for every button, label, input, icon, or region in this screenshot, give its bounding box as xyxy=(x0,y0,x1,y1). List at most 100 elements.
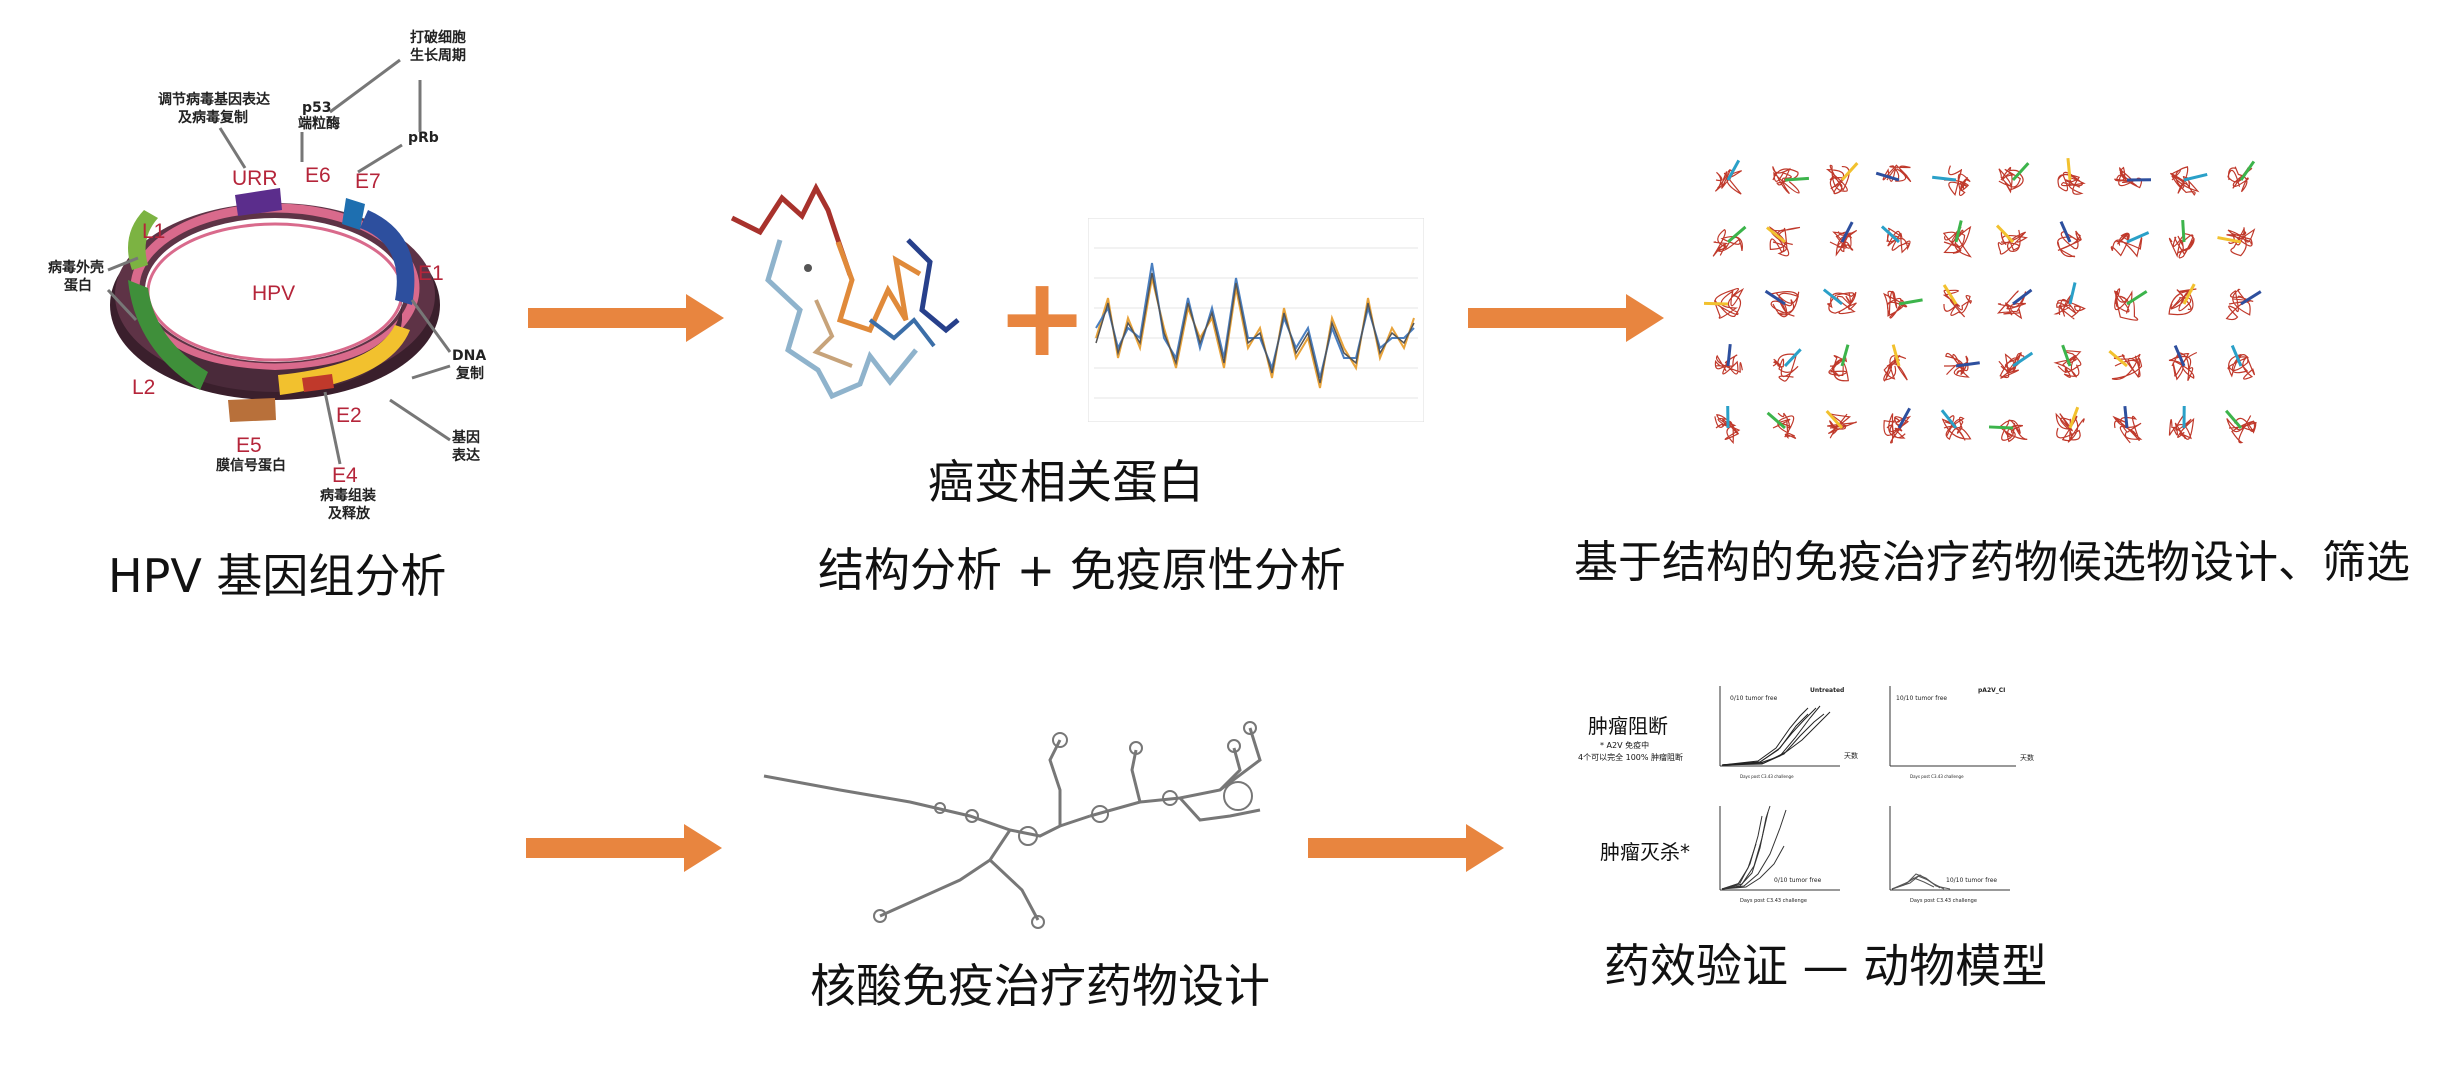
candidate-coil xyxy=(1882,164,1912,182)
flow-arrow-2 xyxy=(1468,294,1664,342)
candidate-structure xyxy=(1883,290,1923,319)
row1-label: 肿瘤阻断 xyxy=(1588,714,1668,738)
candidate-coil xyxy=(1769,291,1800,318)
flow-arrow-4 xyxy=(1308,824,1504,872)
arrow-shape xyxy=(526,824,722,872)
candidate-structure xyxy=(2057,221,2082,258)
plot1-xlabel: Days post C3.43 challenge xyxy=(1740,774,1794,779)
candidate-helix xyxy=(2066,157,2072,181)
dna-label-line2: 复制 xyxy=(455,365,484,382)
candidate-coil xyxy=(2227,353,2255,380)
candidate-helix xyxy=(1825,410,1844,430)
protein-helix-red xyxy=(730,182,853,276)
candidate-structure xyxy=(2112,405,2143,444)
candidate-helix xyxy=(2012,288,2033,306)
candidate-helix xyxy=(2108,349,2128,368)
candidate-helix xyxy=(1840,221,1854,243)
candidate-helix xyxy=(1727,225,1747,244)
plot4-xlabel: Days post C3.43 challenge xyxy=(1910,898,1977,904)
candidate-structure xyxy=(2225,288,2262,321)
gene-label-e4: E4 xyxy=(332,464,358,487)
candidate-structure xyxy=(1828,344,1850,382)
caption-hpv-genome: HPV 基因组分析 xyxy=(108,549,447,603)
plot2-days: 天数 xyxy=(2020,753,2034,762)
gene-label-l2: L2 xyxy=(132,376,155,399)
plot-frame xyxy=(1088,218,1424,422)
p53-label: p53 xyxy=(302,100,332,116)
candidate-helix xyxy=(2224,409,2243,429)
plot1-days: 天数 xyxy=(1844,751,1858,760)
candidate-coil xyxy=(1829,229,1858,257)
candidate-coil xyxy=(1712,229,1743,257)
immunogenicity-plot xyxy=(1088,218,1424,422)
candidate-helix xyxy=(1875,171,1900,182)
candidate-structure xyxy=(1998,351,2034,379)
candidate-helix xyxy=(1764,289,1786,306)
candidate-structure xyxy=(1825,410,1857,439)
candidate-helix xyxy=(2012,351,2034,368)
candidate-helix xyxy=(2059,221,2072,243)
candidate-helix xyxy=(1766,411,1786,430)
plot1-curves xyxy=(1721,705,1831,766)
gene-expression-line2: 表达 xyxy=(451,447,480,464)
plot2-xlabel: Days post C3.43 challenge xyxy=(1910,774,1964,779)
annotation-pointers xyxy=(106,58,452,465)
candidate-helix xyxy=(1784,176,1810,182)
candidate-coil xyxy=(2055,412,2085,443)
candidate-helix xyxy=(2068,282,2077,305)
candidate-structure xyxy=(2110,231,2150,258)
candidate-structure xyxy=(1714,405,1741,445)
segment-e4 xyxy=(302,374,334,392)
urr-function-line1: 调节病毒基因表达 xyxy=(158,91,270,108)
caption-oncoprotein: 癌变相关蛋白 xyxy=(928,455,1204,509)
plot-series-gray xyxy=(1095,272,1415,384)
protein-strand-darkblue xyxy=(906,238,960,334)
candidate-structure xyxy=(2168,405,2195,440)
candidate-helix xyxy=(1891,344,1901,367)
candidate-helix xyxy=(1940,409,1958,429)
plot4-tag: 10/10 tumor free xyxy=(1946,877,1997,884)
segment-e6 xyxy=(235,188,282,216)
candidate-helix xyxy=(1766,226,1786,244)
gene-label-l1: L1 xyxy=(142,220,165,243)
candidate-coil xyxy=(2170,166,2200,196)
protein-strand-tan xyxy=(812,299,853,368)
candidate-coil xyxy=(2168,233,2195,259)
candidate-coil xyxy=(1883,290,1908,319)
plot1-tag: 0/10 tumor free xyxy=(1730,695,1778,702)
candidate-helix xyxy=(2011,162,2030,182)
e4-function-line1: 病毒组装 xyxy=(320,487,377,504)
candidate-coil xyxy=(2226,415,2257,444)
candidate-structures-grid xyxy=(1703,157,2262,445)
candidate-coil xyxy=(2168,351,2198,382)
candidate-structure xyxy=(2113,288,2148,321)
rna-structure-image xyxy=(763,721,1262,929)
candidate-structure xyxy=(2168,219,2195,259)
candidate-structure-cells xyxy=(1703,157,2262,445)
prb-label: pRb xyxy=(408,130,439,146)
candidate-helix xyxy=(2240,290,2262,306)
candidate-helix xyxy=(2217,236,2242,244)
candidate-structure xyxy=(1995,224,2028,255)
candidate-structure xyxy=(2055,406,2085,443)
candidate-coil xyxy=(1943,165,1971,197)
caption-nucleic-acid-design: 核酸免疫治疗药物设计 xyxy=(810,959,1270,1013)
candidate-coil xyxy=(1883,413,1912,444)
candidate-helix xyxy=(1995,224,2015,244)
candidate-coil xyxy=(1942,289,1972,318)
candidate-structure xyxy=(1764,289,1800,318)
hpv-genome-diagram: HPV URR E6 E7 E1 E2 E4 E5 L1 L2 调节病毒基因表达… xyxy=(48,29,486,522)
candidate-coil xyxy=(1999,419,2028,443)
candidate-coil xyxy=(2113,288,2139,321)
candidate-coil xyxy=(1942,225,1972,258)
candidate-coil xyxy=(1772,412,1797,440)
segment-l2 xyxy=(128,280,208,390)
urr-function-line2: 及病毒复制 xyxy=(178,109,248,126)
candidate-coil xyxy=(1827,412,1857,439)
caption-structure-analysis: 结构分析 + 免疫原性分析 xyxy=(818,543,1346,597)
candidate-structure xyxy=(1712,225,1747,257)
candidate-structure xyxy=(1703,287,1745,319)
candidate-coil xyxy=(2112,415,2143,444)
plot4-curves xyxy=(1891,873,1951,890)
candidate-structure xyxy=(1714,343,1743,375)
